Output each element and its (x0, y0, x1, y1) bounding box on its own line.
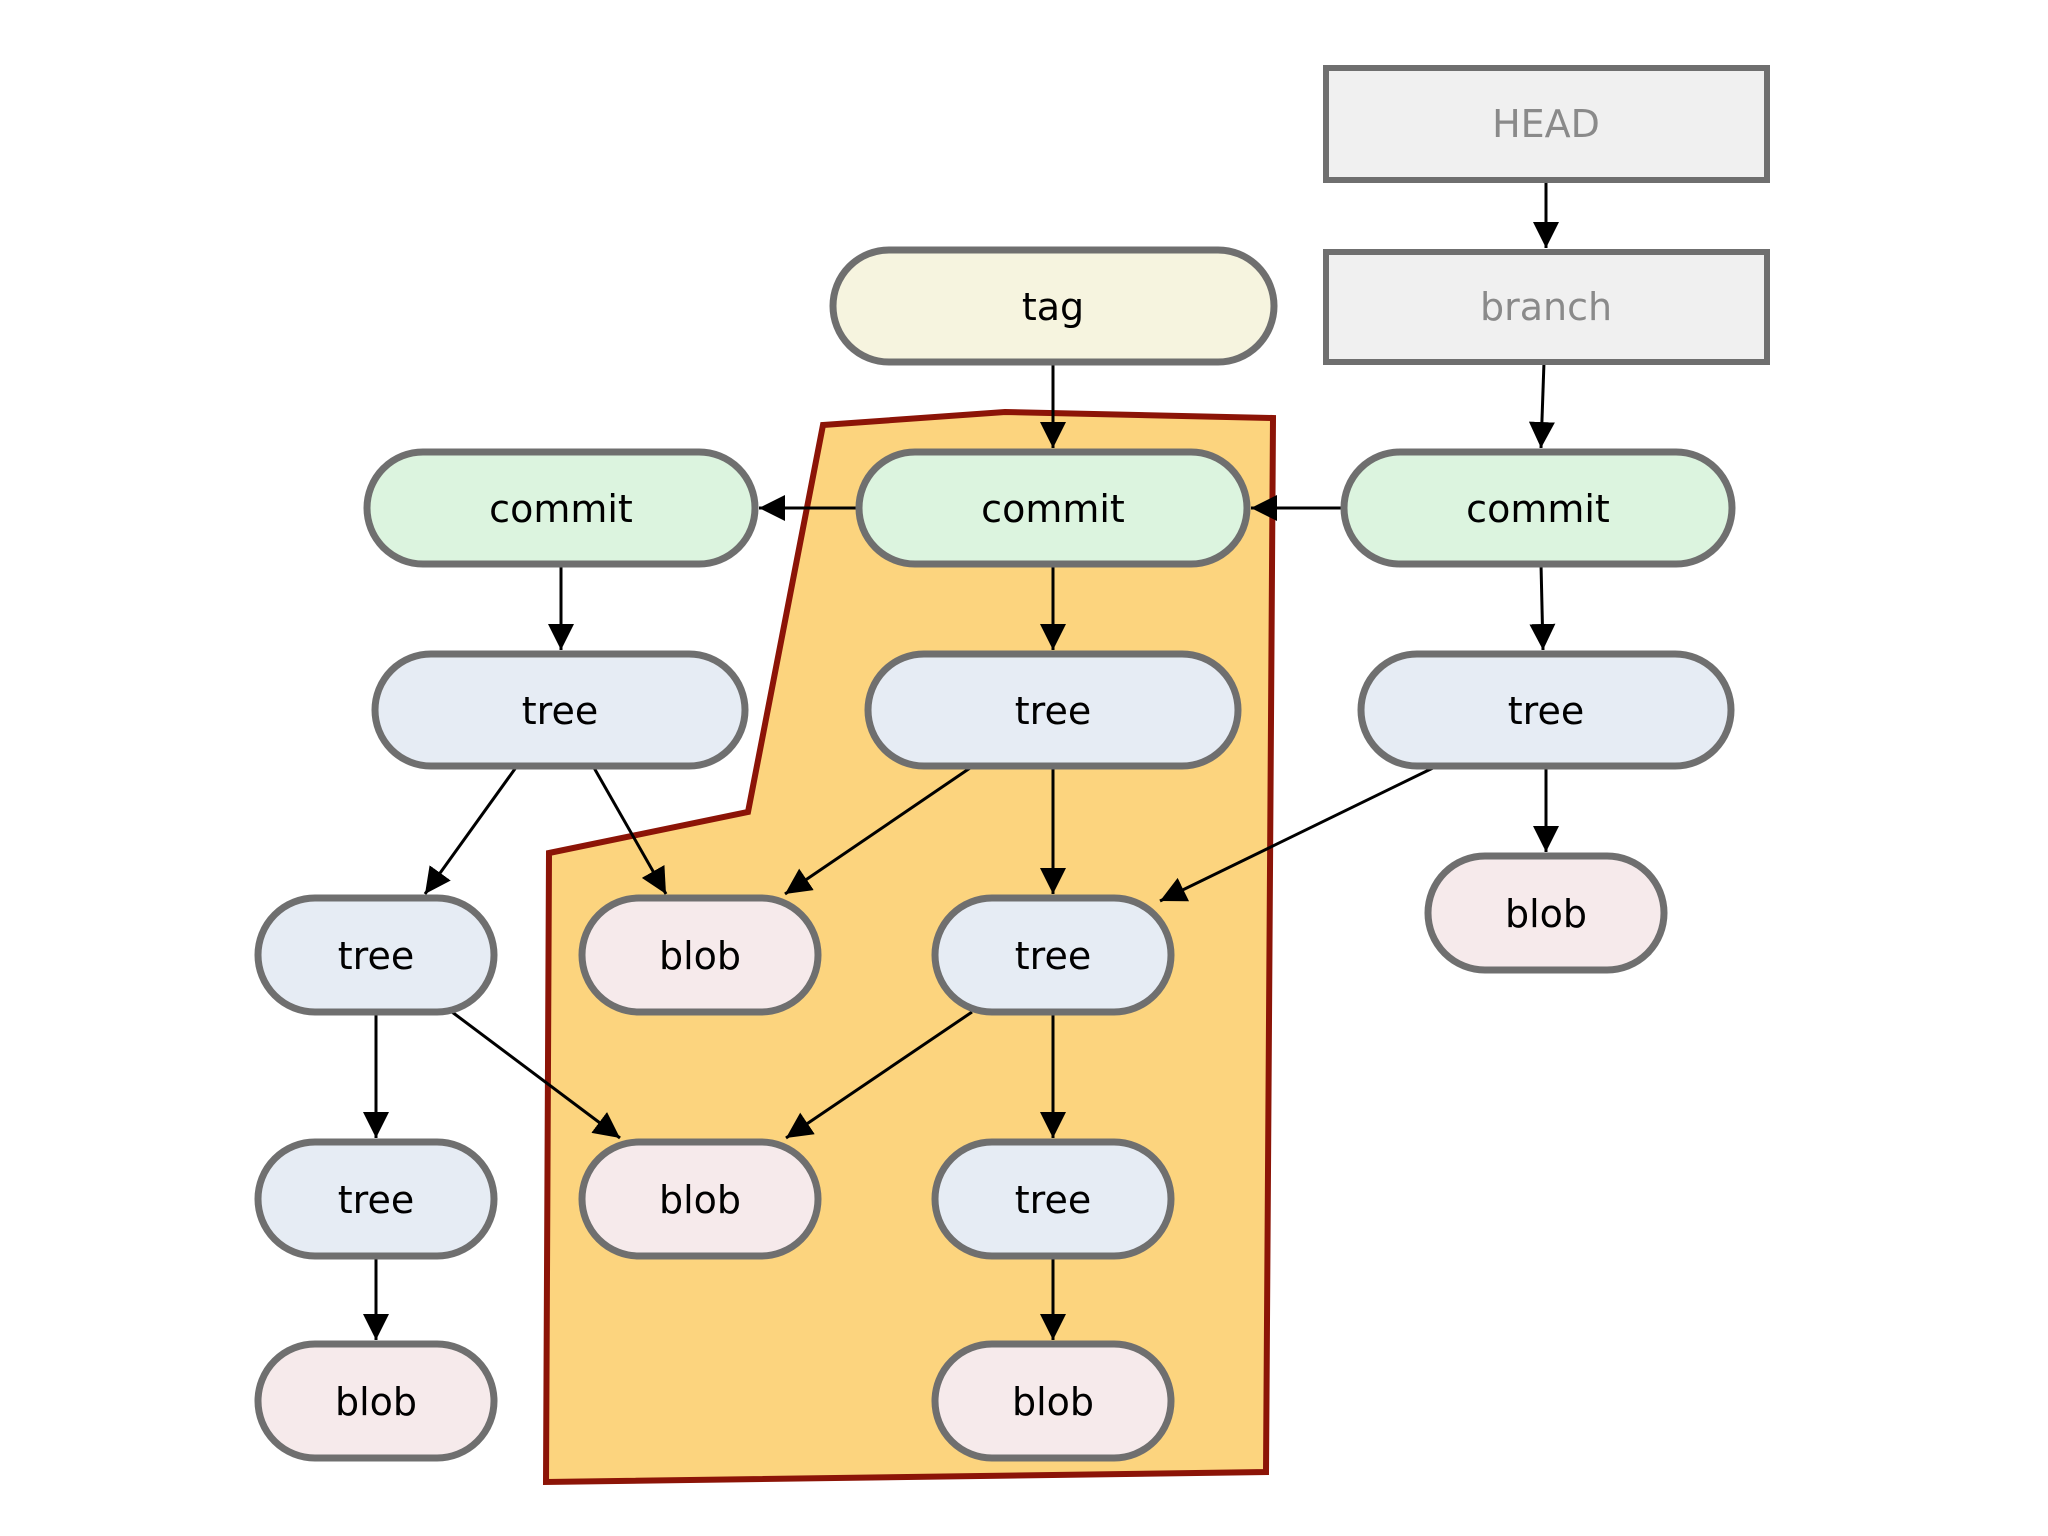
commit-node-left-label: commit (489, 487, 633, 531)
blob-node-shared-top-shape (578, 894, 822, 1016)
branch-ref-box (1323, 249, 1770, 365)
edge-tree-right-to-tree-middle-sub (1159, 764, 1438, 903)
tree-node-left-sub-shape (254, 894, 498, 1016)
nodes-layer: HEAD branch tag commit commit commit tre… (254, 65, 1770, 1462)
tree-node-left-sub[interactable]: tree (254, 894, 498, 1016)
tag-node[interactable]: tag (829, 246, 1278, 366)
commit-node-right-shape (1340, 448, 1736, 568)
commit-node-middle[interactable]: commit (855, 448, 1251, 568)
blob-node-shared-bottom-label: blob (659, 1178, 741, 1222)
commit-node-middle-label: commit (981, 487, 1125, 531)
tree-node-middle-sub2-shape (931, 1138, 1175, 1260)
tag-node-shape (829, 246, 1278, 366)
edge-tree-middle-sub-to-blob-shared-bottom (785, 1010, 973, 1140)
edge-commit-right-to-tree-right (1529, 563, 1556, 651)
blob-node-shared-bottom-shape (578, 1138, 822, 1260)
edge-tree-left-to-tree-left-sub (423, 765, 519, 895)
tree-node-left-sub2-shape (254, 1138, 498, 1260)
head-ref-label: HEAD (1492, 102, 1600, 146)
branch-ref-label: branch (1480, 285, 1612, 329)
blob-node-shared-top-label: blob (659, 934, 741, 978)
tree-node-middle-shape (864, 650, 1242, 770)
head-ref-box (1323, 65, 1770, 183)
blob-node-middle-bottom-label: blob (1012, 1380, 1094, 1424)
tree-node-middle-sub2[interactable]: tree (931, 1138, 1175, 1260)
blob-node-right-shape (1424, 852, 1668, 974)
tree-node-left[interactable]: tree (371, 650, 749, 770)
tag-node-label: tag (1022, 285, 1084, 329)
commit-node-right-label: commit (1466, 487, 1610, 531)
edge-tree-middle-to-blob-shared-top (784, 764, 974, 896)
tree-node-middle-sub-label: tree (1015, 934, 1091, 978)
tree-node-middle-label: tree (1015, 689, 1091, 733)
blob-node-shared-bottom[interactable]: blob (578, 1138, 822, 1260)
commit-node-left-shape (363, 448, 759, 568)
head-ref-node[interactable]: HEAD (1323, 65, 1770, 183)
tree-node-left-label: tree (522, 689, 598, 733)
commit-node-left[interactable]: commit (363, 448, 759, 568)
branch-ref-node[interactable]: branch (1323, 249, 1770, 365)
edge-tree-left-sub-to-blob-shared-bottom (451, 1010, 621, 1140)
tree-node-middle-sub-shape (931, 894, 1175, 1016)
tree-node-left-shape (371, 650, 749, 770)
tree-node-right-shape (1357, 650, 1735, 770)
blob-node-right-label: blob (1505, 892, 1587, 936)
blob-node-left-bottom-label: blob (335, 1380, 417, 1424)
blob-node-left-bottom-shape (254, 1340, 498, 1462)
blob-node-left-bottom[interactable]: blob (254, 1340, 498, 1462)
tree-node-middle[interactable]: tree (864, 650, 1242, 770)
blob-node-middle-bottom[interactable]: blob (931, 1340, 1175, 1462)
tree-node-right-label: tree (1508, 689, 1584, 733)
tree-node-middle-sub[interactable]: tree (931, 894, 1175, 1016)
tree-node-middle-sub2-label: tree (1015, 1178, 1091, 1222)
tree-node-left-sub2[interactable]: tree (254, 1138, 498, 1260)
commit-node-middle-shape (855, 448, 1251, 568)
tree-node-left-sub-label: tree (338, 934, 414, 978)
edges-layer (363, 180, 1559, 1340)
blob-node-right[interactable]: blob (1424, 852, 1668, 974)
commit-node-right[interactable]: commit (1340, 448, 1736, 568)
tree-node-right[interactable]: tree (1357, 650, 1735, 770)
tree-node-left-sub2-label: tree (338, 1178, 414, 1222)
blob-node-shared-top[interactable]: blob (578, 894, 822, 1016)
edge-branch-to-commit-right (1528, 361, 1555, 449)
edge-tree-left-to-blob-shared-top (591, 765, 668, 895)
blob-node-middle-bottom-shape (931, 1340, 1175, 1462)
